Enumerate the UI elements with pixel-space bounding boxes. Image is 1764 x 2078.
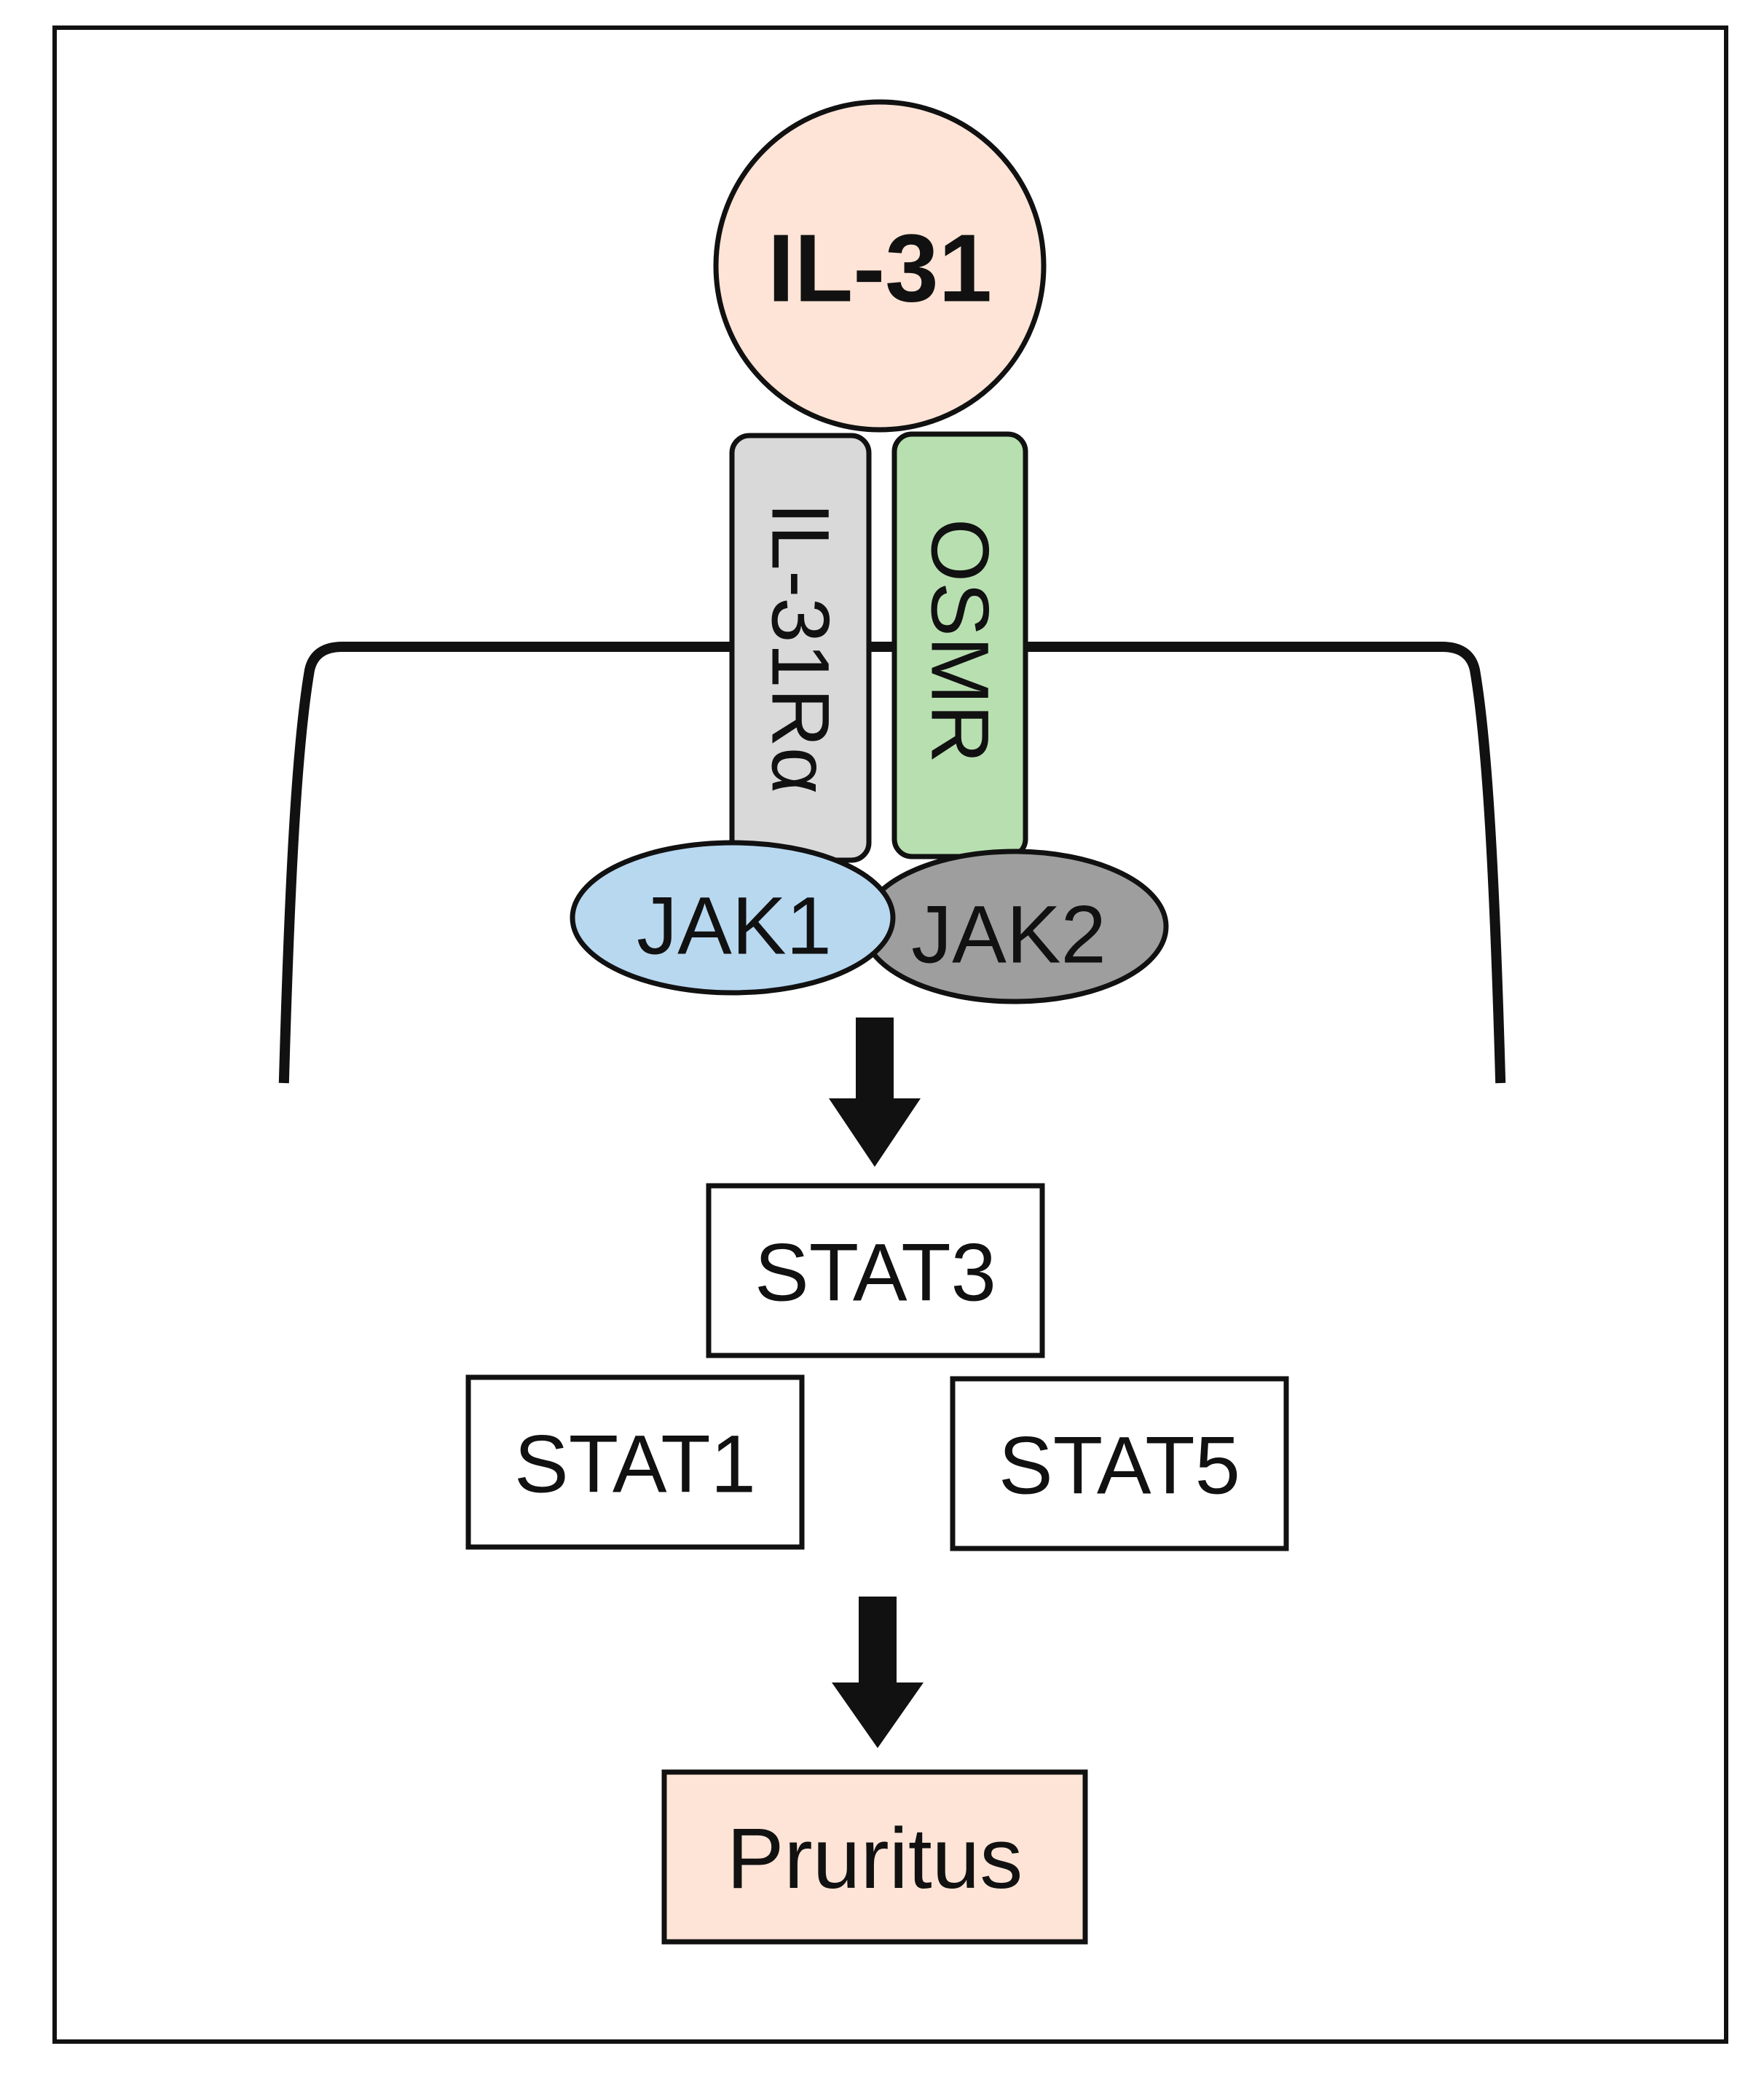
stat5-box: [950, 1376, 1289, 1551]
jak2-label: JAK2: [911, 889, 1106, 980]
stat3-box: [706, 1183, 1045, 1358]
arrow-jak-to-stat: [829, 1018, 921, 1167]
arrow-stat-to-pruritus: [832, 1597, 924, 1748]
stat3-label: STAT3: [755, 1227, 996, 1318]
il31ra-label: IL-31Rα: [755, 503, 846, 795]
il31-ligand: [713, 99, 1047, 433]
jak1-kinase: [570, 840, 896, 996]
jak1-label: JAK1: [637, 881, 832, 972]
osmr-label: OSMR: [915, 519, 1006, 763]
stat5-label: STAT5: [999, 1420, 1240, 1511]
stat1-box: [465, 1374, 805, 1550]
il31-label: IL-31: [768, 215, 992, 322]
pruritus-label: Pruritus: [727, 1811, 1023, 1907]
pruritus-box: [661, 1769, 1088, 1945]
stat1-label: STAT1: [514, 1419, 756, 1510]
